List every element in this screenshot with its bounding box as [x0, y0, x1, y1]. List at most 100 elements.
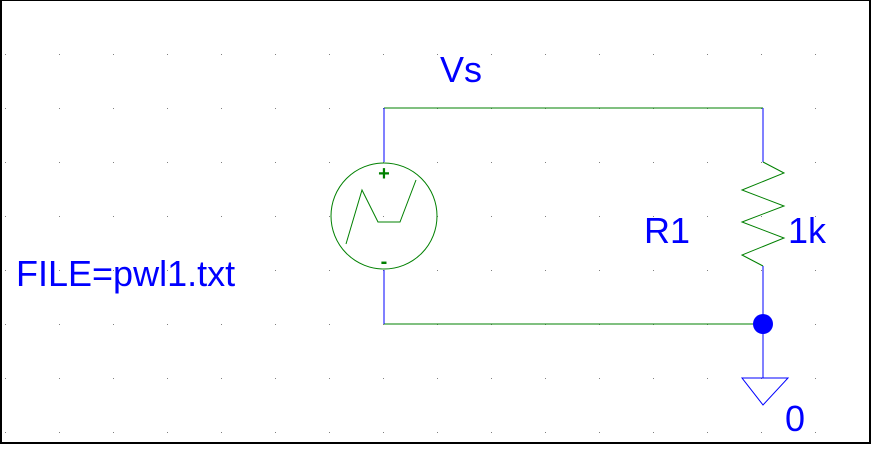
grid-dot — [437, 432, 438, 433]
grid-dot — [815, 162, 816, 163]
grid-dot — [383, 378, 384, 379]
grid-dot — [167, 54, 168, 55]
grid-dot — [113, 378, 114, 379]
grid-dot — [221, 108, 222, 109]
grid-dot — [653, 378, 654, 379]
pwl-waveform-icon — [345, 179, 417, 245]
grid-dot — [815, 108, 816, 109]
grid-dot — [437, 162, 438, 163]
grid-dot — [167, 108, 168, 109]
grid-dot — [491, 216, 492, 217]
grid-dot — [329, 378, 330, 379]
grid-dot — [545, 54, 546, 55]
grid-dot — [815, 432, 816, 433]
grid-dot — [275, 216, 276, 217]
grid-dot — [329, 162, 330, 163]
grid-dot — [707, 216, 708, 217]
source-body — [330, 162, 438, 270]
resistor-name-label[interactable]: R1 — [644, 210, 690, 251]
grid-dot — [707, 54, 708, 55]
grid-dot — [275, 270, 276, 271]
ground-net-label[interactable]: 0 — [785, 398, 805, 439]
grid-dot — [599, 432, 600, 433]
grid-dot — [275, 378, 276, 379]
grid-dot — [815, 216, 816, 217]
grid-dot — [329, 216, 330, 217]
grid-dot — [545, 432, 546, 433]
source-file-property[interactable]: FILE=pwl1.txt — [16, 253, 235, 294]
grid-dot — [59, 270, 60, 271]
grid-dot — [653, 270, 654, 271]
grid-dot — [329, 108, 330, 109]
grid-dot — [167, 432, 168, 433]
grid-dot — [599, 162, 600, 163]
ground-triangle — [740, 377, 790, 406]
resistor-zigzag — [740, 161, 786, 267]
grid-dot — [59, 162, 60, 163]
grid-dot — [221, 54, 222, 55]
grid-dot — [437, 378, 438, 379]
grid-dot — [761, 432, 762, 433]
grid-dot — [707, 432, 708, 433]
grid-dot — [221, 216, 222, 217]
grid-dot — [815, 324, 816, 325]
wires — [384, 107, 763, 325]
grid-dot — [59, 324, 60, 325]
grid-dot — [167, 378, 168, 379]
grid-dot — [383, 432, 384, 433]
grid-dot — [113, 270, 114, 271]
grid-dot — [815, 378, 816, 379]
grid-dot — [5, 54, 6, 55]
grid-dot — [707, 162, 708, 163]
grid-dot — [491, 162, 492, 163]
grid-dot — [383, 54, 384, 55]
source-name-label[interactable]: Vs — [440, 49, 482, 90]
grid-dot — [815, 54, 816, 55]
grid-dot — [383, 216, 384, 217]
grid-dot — [5, 378, 6, 379]
grid-dot — [599, 54, 600, 55]
grid-dot — [653, 54, 654, 55]
grid-dot — [383, 324, 384, 325]
grid-dot — [113, 324, 114, 325]
resistor-value-label[interactable]: 1k — [788, 210, 827, 251]
voltage-source-vs[interactable]: + - — [330, 108, 438, 324]
grid-dot — [5, 432, 6, 433]
grid-dot — [221, 162, 222, 163]
ground-symbol[interactable] — [740, 324, 790, 406]
grid-dot — [221, 270, 222, 271]
grid-dot — [815, 270, 816, 271]
grid-dot — [5, 108, 6, 109]
grid-dot — [275, 324, 276, 325]
grid-dot — [275, 54, 276, 55]
grid-dot — [437, 54, 438, 55]
grid-dot — [59, 216, 60, 217]
grid-dot — [275, 162, 276, 163]
grid-dot — [167, 216, 168, 217]
grid-dot — [491, 270, 492, 271]
grid-dot — [113, 216, 114, 217]
grid-dot — [221, 378, 222, 379]
grid-dot — [329, 432, 330, 433]
grid-dot — [59, 54, 60, 55]
grid-dot — [167, 324, 168, 325]
grid-dot — [5, 324, 6, 325]
grid-dot — [545, 378, 546, 379]
grid-dot — [761, 162, 762, 163]
grid-dot — [5, 216, 6, 217]
grid-dot — [653, 216, 654, 217]
source-plus-sign: + — [378, 163, 390, 185]
grid-dot — [761, 216, 762, 217]
resistor-r1[interactable] — [740, 108, 786, 324]
grid-dot — [707, 378, 708, 379]
grid-dot — [329, 54, 330, 55]
grid-dot — [599, 378, 600, 379]
grid-dot — [5, 162, 6, 163]
grid-dot — [653, 432, 654, 433]
grid-dot — [437, 216, 438, 217]
source-minus-sign: - — [381, 251, 388, 273]
grid-dot — [545, 162, 546, 163]
grid-dot — [275, 108, 276, 109]
grid-dot — [707, 270, 708, 271]
